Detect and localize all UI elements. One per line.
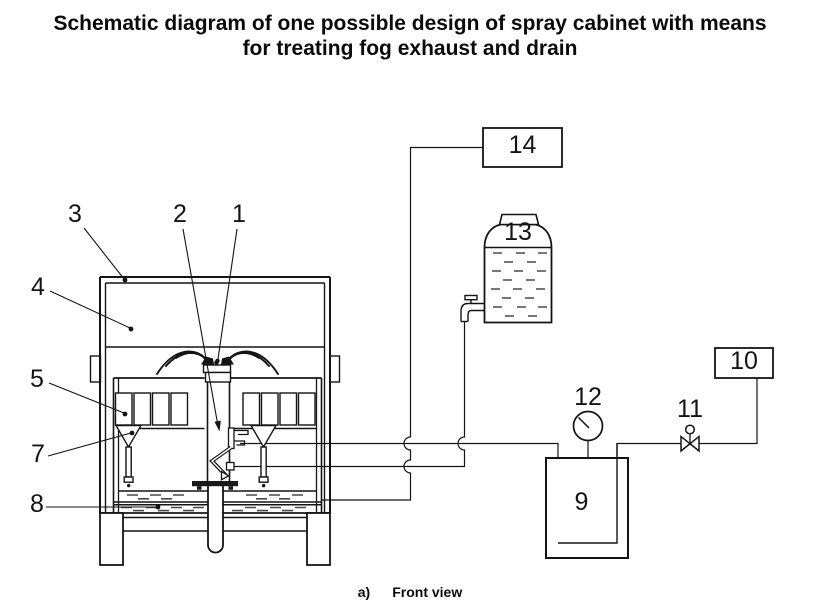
part-label-13: 13 <box>504 218 532 246</box>
bottle-tap <box>460 294 485 323</box>
linkage-arm <box>209 445 233 481</box>
part-label-11: 11 <box>677 395 703 423</box>
louver-bank-right <box>231 392 317 430</box>
leader-dots <box>122 277 221 510</box>
part-label-14: 14 <box>508 131 537 159</box>
unit-14-box <box>482 127 563 168</box>
unit-10-box <box>714 347 774 379</box>
base-legs <box>99 512 331 566</box>
diagram-title: Schematic diagram of one possible design… <box>0 11 820 61</box>
pipe-from-bottle <box>233 321 466 468</box>
turntable-platform <box>192 481 238 490</box>
tank-dip-tube <box>558 443 618 544</box>
caption-letter: a) <box>357 584 371 600</box>
caption-text: Front view <box>392 584 463 600</box>
hood-hinge-tabs <box>89 355 341 383</box>
figure-caption: a) Front view <box>0 584 820 600</box>
pipe-nozzle-supply <box>240 442 559 458</box>
gauge-12 <box>572 410 604 442</box>
part-label-2: 2 <box>173 200 187 228</box>
part-label-4: 4 <box>31 273 45 301</box>
bottle-liquid-dashes <box>491 252 547 317</box>
louver-bank-left <box>114 392 205 430</box>
spray-jets <box>156 350 279 375</box>
diagram-title-line2: for treating fog exhaust and drain <box>242 37 578 60</box>
funnel-left <box>114 424 143 488</box>
cabinet-shell <box>99 276 331 513</box>
tank-9 <box>545 443 629 559</box>
part-label-3: 3 <box>68 200 82 228</box>
pipe-to-exhaust-unit <box>321 146 483 501</box>
funnel-right <box>249 424 278 488</box>
pipe-junction-fitting <box>225 461 235 471</box>
leader-arrowhead <box>214 420 221 432</box>
specimen-bracket <box>227 427 249 450</box>
diagram-title-line1: Schematic diagram of one possible design… <box>53 12 767 35</box>
leader-lines <box>46 227 238 508</box>
bottle-cap <box>498 213 540 226</box>
part-label-9: 9 <box>574 488 589 516</box>
valve-11 <box>680 424 700 453</box>
drain-tube <box>207 486 224 554</box>
part-label-5: 5 <box>30 365 44 393</box>
part-label-7: 7 <box>31 440 45 468</box>
part-label-10: 10 <box>730 347 758 375</box>
gauge-needle <box>577 416 590 429</box>
part-label-12: 12 <box>574 383 602 411</box>
bottle-13 <box>460 213 553 324</box>
part-label-1: 1 <box>232 200 246 228</box>
part-label-8: 8 <box>30 490 44 518</box>
